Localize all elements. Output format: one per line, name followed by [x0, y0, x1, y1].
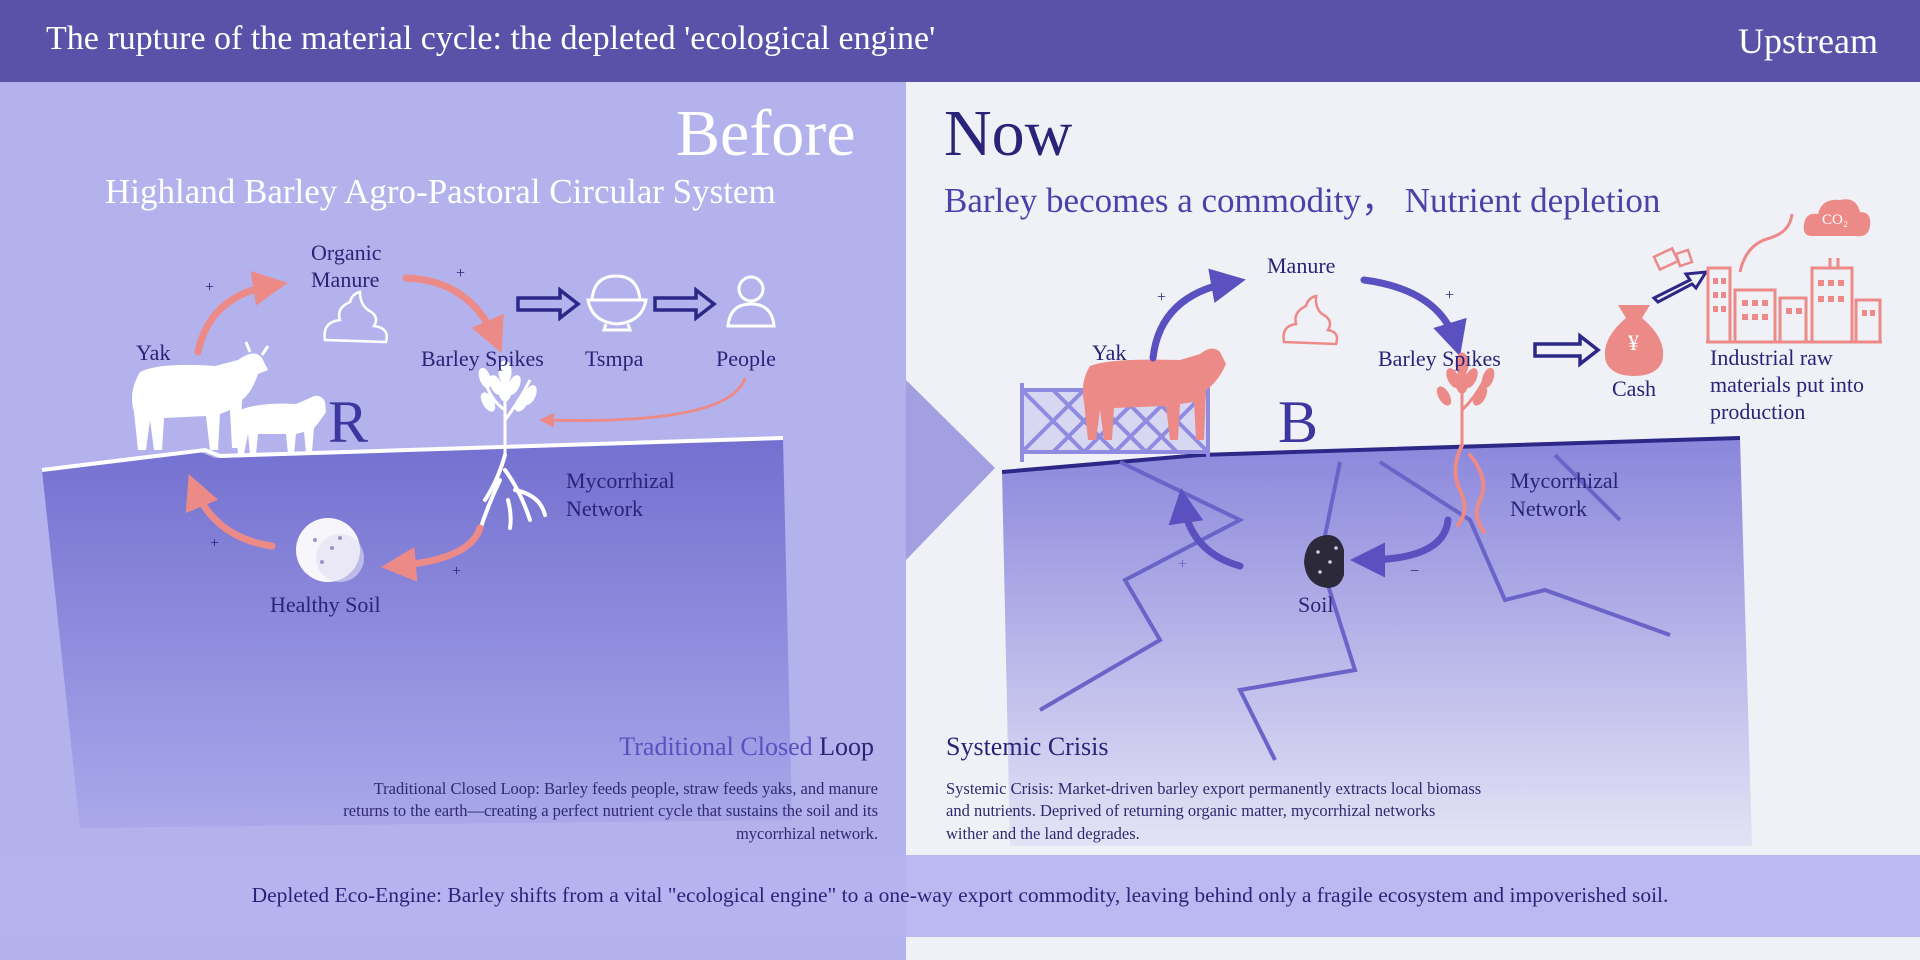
- sign-plus-3: +: [452, 563, 462, 580]
- sign-plus-now-3: +: [1178, 556, 1188, 573]
- before-description-line-2: returns to the earth—creating a perfect …: [343, 801, 878, 821]
- label-tsmpa: Tsmpa: [585, 346, 644, 371]
- export-arrow-now: [1533, 332, 1601, 368]
- now-loop-arrows: [1149, 268, 1467, 578]
- co2-label: CO₂: [1822, 212, 1849, 228]
- label-yak-now: Yak: [1092, 340, 1127, 365]
- before-description-line-1: Traditional Closed Loop: Barley feeds pe…: [373, 779, 878, 798]
- now-description-line-1: Systemic Crisis: Market-driven barley ex…: [946, 779, 1482, 798]
- label-organic: Organic: [311, 240, 382, 265]
- barley-icon: [478, 360, 537, 455]
- depleted-soil-icon: [1304, 535, 1344, 588]
- now-ground-block: [1002, 438, 1752, 846]
- sign-plus-now-2: +: [1445, 287, 1455, 304]
- before-section-title: Traditional Closed Loop: [619, 732, 874, 762]
- panel-divider-arrow: [906, 380, 995, 560]
- before-ground-line: [41, 436, 784, 472]
- now-section-title: Systemic Crisis: [946, 732, 1109, 761]
- now-description: Systemic Crisis: Market-driven barley ex…: [946, 778, 1481, 845]
- label-mycorrhizal: Mycorrhizal: [566, 468, 675, 493]
- sign-plus-4: +: [210, 535, 220, 552]
- sign-plus-1: +: [205, 279, 215, 296]
- withered-roots-icon: [1453, 443, 1486, 534]
- now-description-line-2: and nutrients. Deprived of returning org…: [946, 801, 1436, 821]
- truck-icon: [1652, 246, 1694, 272]
- tsampa-bowl-icon: [586, 274, 648, 332]
- now-heading: Now: [944, 97, 1073, 170]
- reinforcing-loop-letter: R: [328, 389, 369, 455]
- sign-minus-now: −: [1410, 563, 1420, 580]
- before-section-title-part2: Loop: [812, 732, 874, 761]
- manure-icon-now: [1282, 294, 1339, 346]
- balancing-loop-letter: B: [1278, 389, 1319, 455]
- label-network-now: Network: [1510, 496, 1587, 521]
- manure-icon: [323, 290, 388, 344]
- yak-calf-icon: [234, 395, 326, 454]
- export-arrows-before: [516, 286, 717, 322]
- factory-windows: [1713, 278, 1875, 320]
- before-section-title-part1: Traditional Closed: [619, 732, 813, 761]
- sign-plus-2: +: [456, 265, 466, 282]
- label-healthy-soil: Healthy Soil: [270, 592, 381, 617]
- label-network: Network: [566, 496, 643, 521]
- label-cash: Cash: [1612, 376, 1656, 401]
- header-bar: The rupture of the material cycle: the d…: [0, 0, 1920, 82]
- now-ground-line: [1001, 436, 1741, 474]
- person-icon: [726, 275, 776, 328]
- label-industrial-3: production: [1710, 399, 1806, 424]
- co2-cloud-icon: [1803, 199, 1871, 237]
- label-barley-spikes: Barley Spikes: [421, 346, 544, 371]
- before-subtitle: Highland Barley Agro-Pastoral Circular S…: [105, 172, 776, 211]
- before-heading: Before: [676, 97, 856, 170]
- barley-icon-now: [1436, 352, 1495, 445]
- soil-ball-icon: [296, 518, 364, 582]
- sign-plus-now-1: +: [1157, 289, 1167, 306]
- people-to-barley-arrow: [539, 377, 747, 428]
- yak-icon: [132, 341, 270, 450]
- footer-banner: Depleted Eco-Engine: Barley shifts from …: [0, 855, 1920, 937]
- before-ground-block: [42, 438, 792, 828]
- label-manure: Manure: [311, 267, 380, 292]
- before-description: Traditional Closed Loop: Barley feeds pe…: [343, 778, 878, 845]
- label-yak: Yak: [136, 340, 171, 365]
- label-mycorrhizal-now: Mycorrhizal: [1510, 468, 1619, 493]
- footer-text: Depleted Eco-Engine: Barley shifts from …: [251, 883, 1669, 907]
- now-subtitle: Barley becomes a commodity， Nutrient dep…: [944, 181, 1661, 220]
- label-barley-spikes-now: Barley Spikes: [1378, 346, 1501, 371]
- before-description-line-3: mycorrhizal network.: [735, 823, 878, 843]
- label-soil-now: Soil: [1298, 592, 1334, 617]
- label-industrial-1: Industrial raw: [1710, 345, 1833, 370]
- factory-icon: [1706, 213, 1882, 344]
- cash-to-industry-arrow: [1651, 270, 1709, 304]
- yak-icon-now: [1082, 348, 1226, 440]
- label-manure-now: Manure: [1267, 253, 1336, 278]
- header-tag: Upstream: [1738, 21, 1878, 61]
- label-people: People: [716, 346, 776, 371]
- currency-symbol: ¥: [1628, 330, 1639, 355]
- money-bag-icon: [1604, 305, 1664, 376]
- before-loop-arrows: [185, 270, 504, 582]
- now-description-line-3: wither and the land degrades.: [946, 823, 1140, 843]
- page-title: The rupture of the material cycle: the d…: [46, 20, 936, 57]
- label-industrial-2: materials put into: [1710, 372, 1864, 397]
